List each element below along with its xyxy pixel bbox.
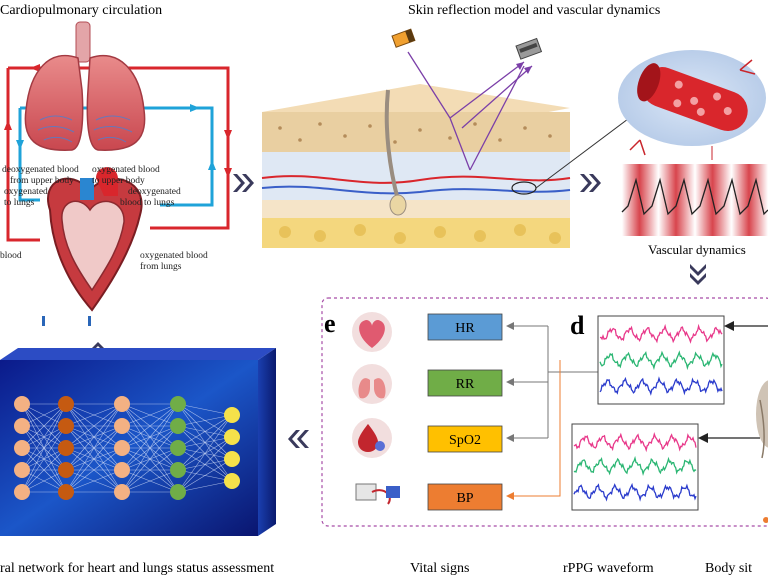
title-vital-signs: Vital signs: [410, 561, 469, 576]
title-body-site: Body sit: [705, 561, 752, 576]
circulation-diagram: deoxygenated blood from upper body oxyge…: [0, 21, 232, 326]
trachea: [75, 21, 91, 63]
nn-node: [14, 484, 30, 500]
title-rppg-waveform: rPPG waveform: [563, 561, 654, 576]
vital-label: RR: [456, 377, 475, 392]
vital-box-hr: HR: [427, 313, 503, 341]
label-oxy-from-lungs-2: from lungs: [140, 261, 182, 272]
label-deoxy-upper-1: deoxygenated blood: [2, 165, 79, 175]
label-oxy-to-lungs-2: to lungs: [4, 198, 35, 208]
chevron-right-icon: [580, 174, 601, 192]
arrow-icon: [224, 168, 232, 178]
nn-node: [58, 418, 74, 434]
aorta: [96, 167, 118, 196]
nn-node: [14, 462, 30, 478]
skin-model: [261, 28, 641, 248]
title-neural-network: ral network for heart and lungs status a…: [0, 561, 274, 576]
label-blood: blood: [0, 251, 22, 261]
label-oxy-from-lungs-1: oxygenated blood: [140, 251, 208, 261]
bp-connector: [512, 360, 561, 497]
chevron-right-icon: [233, 174, 254, 192]
nn-node: [14, 440, 30, 456]
arrow-icon: [190, 104, 200, 112]
vital-panel-border: [321, 297, 768, 527]
label-deoxy-to-lungs-2: blood to lungs: [120, 198, 175, 208]
neural-network-box: [0, 348, 276, 536]
panel-label-d: d: [570, 311, 585, 340]
nn-node: [224, 473, 240, 489]
nn-node: [170, 396, 186, 412]
label-oxy-to-lungs-1: oxygenated: [4, 187, 48, 197]
nn-node: [114, 418, 130, 434]
nn-node: [14, 396, 30, 412]
nn-node: [170, 418, 186, 434]
nn-node: [170, 462, 186, 478]
nn-node: [114, 440, 130, 456]
heart-icon: [352, 312, 392, 352]
nn-node: [58, 484, 74, 500]
arrow-icon: [4, 120, 12, 130]
vital-label: HR: [455, 321, 475, 336]
camera-icon: [515, 37, 543, 60]
heart-chambers: [61, 200, 125, 292]
nn-node: [114, 462, 130, 478]
label-deoxy-to-lungs-1: deoxygenated: [128, 187, 181, 197]
bp-monitor-icon: [355, 483, 400, 505]
nn-nodes: [14, 396, 240, 500]
arrow-icon: [30, 64, 40, 72]
body-site-image: [756, 380, 768, 523]
vascular-dynamics-strip: [621, 164, 768, 236]
vena-cava: [80, 178, 94, 200]
lungs-icon: [352, 364, 392, 404]
body-arrows: [704, 325, 768, 439]
title-cardiopulmonary: Cardiopulmonary circulation: [0, 3, 162, 18]
nn-node: [58, 462, 74, 478]
arrow-icon: [224, 130, 232, 140]
left-lung: [24, 54, 84, 151]
nn-node: [58, 396, 74, 412]
title-vascular-dynamics: Vascular dynamics: [648, 242, 746, 257]
nn-node: [224, 407, 240, 423]
vital-box-bp: BP: [427, 483, 503, 511]
label-deoxy-upper-2: from upper body: [10, 175, 74, 186]
panel-label-e: e: [324, 309, 336, 338]
nn-node: [170, 440, 186, 456]
arrow-icon: [16, 140, 24, 150]
arrow-icon: [208, 160, 216, 170]
nn-node: [14, 418, 30, 434]
blood-drop-icon: [352, 418, 392, 458]
nn-node: [114, 484, 130, 500]
nn-node: [224, 451, 240, 467]
label-oxy-upper-1: oxygenated blood: [92, 165, 160, 175]
vital-box-rr: RR: [427, 369, 503, 397]
vital-label: BP: [456, 491, 473, 506]
vital-label: SpO2: [449, 433, 481, 448]
blood-vessel-illustration: [618, 50, 766, 160]
nn-node: [58, 440, 74, 456]
title-skin-model: Skin reflection model and vascular dynam…: [408, 3, 660, 18]
label-oxy-upper-2: to upper body: [92, 176, 145, 186]
connector-lines: [512, 325, 598, 439]
nn-node: [114, 396, 130, 412]
chevron-down-icon: [690, 264, 706, 285]
nn-node: [170, 484, 186, 500]
rppg-waveform-bottom: [571, 423, 699, 511]
right-lung: [86, 54, 146, 151]
nn-connections: [21, 403, 233, 493]
rppg-waveform-top: [597, 315, 725, 405]
light-source-icon: [391, 28, 416, 48]
vein-left: [18, 108, 40, 202]
vital-box-spo2: SpO2: [427, 425, 503, 453]
nn-node: [224, 429, 240, 445]
chevron-left-icon: [288, 430, 309, 448]
